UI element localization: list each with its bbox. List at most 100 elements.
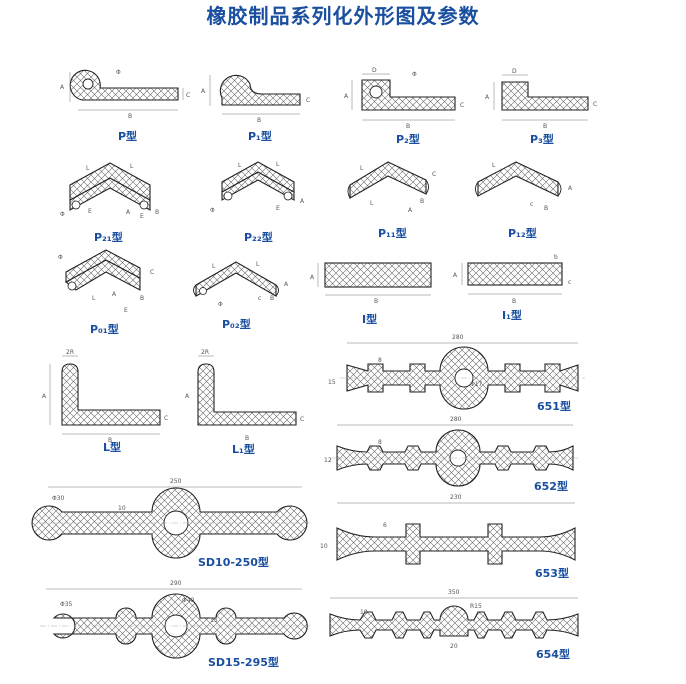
svg-text:6: 6 [383,522,387,529]
profile-p02: L L Φ c B A [193,261,289,308]
svg-text:280: 280 [452,334,464,341]
label-i: I型 [362,312,377,326]
svg-text:8: 8 [378,439,382,446]
svg-text:Φ30: Φ30 [52,495,65,502]
svg-text:15: 15 [328,379,336,386]
profile-l: 2R A B C [42,349,168,444]
svg-text:10: 10 [320,543,328,550]
svg-text:Φ: Φ [116,69,121,76]
svg-text:290: 290 [170,580,182,587]
profile-652: 280 12 8 [324,416,580,487]
svg-text:E: E [276,205,280,212]
label-sd15-295: SD15-295型 [208,655,279,669]
svg-text:B: B [257,117,261,124]
profile-p1: A B C [201,74,310,124]
label-p02: P₀₂型 [222,317,251,331]
label-i1: I₁型 [502,308,522,322]
svg-text:Φ: Φ [60,211,65,218]
svg-text:B: B [406,123,410,130]
svg-text:C: C [306,97,310,104]
profile-sd10-250: 250 Φ30 10 [31,478,310,559]
label-p01: P₀₁型 [90,322,119,336]
profile-p: A B C Φ [60,69,190,120]
label-p11: P₁₁型 [378,226,407,240]
svg-text:A: A [453,272,458,279]
svg-text:D: D [372,67,377,74]
svg-text:B: B [108,437,112,444]
profile-l1: 2R A B C [185,349,304,442]
svg-text:B: B [245,435,249,442]
label-654: 654型 [536,647,570,661]
svg-text:L: L [238,162,242,169]
svg-text:15: 15 [210,617,218,624]
label-653: 653型 [535,566,569,580]
svg-text:c: c [530,201,533,208]
label-p21: P₂₁型 [94,230,123,244]
svg-text:Φ: Φ [210,207,215,214]
svg-text:230: 230 [450,494,462,501]
label-p: P型 [118,129,137,143]
svg-text:L: L [492,162,496,169]
svg-text:A: A [300,198,305,205]
svg-text:L: L [212,263,216,270]
svg-text:A: A [42,393,47,400]
svg-text:B: B [155,209,159,216]
svg-text:Φ: Φ [412,71,417,78]
svg-text:B: B [128,113,132,120]
profile-653: 230 10 6 [320,494,576,565]
svg-text:B: B [544,205,548,212]
svg-text:Φ: Φ [58,254,63,261]
svg-text:B: B [270,295,274,302]
svg-text:A: A [568,185,573,192]
svg-text:A: A [60,84,65,91]
svg-text:E: E [88,208,92,215]
svg-text:L: L [256,261,260,268]
svg-text:A: A [344,93,349,100]
svg-text:b: b [554,254,558,261]
svg-text:C: C [300,416,304,423]
label-p22: P₂₂型 [244,230,273,244]
profile-p11: L L A B C [347,161,436,214]
svg-text:8: 8 [378,357,382,364]
profile-i1: A B b c [453,254,571,305]
label-p2: P₂型 [396,132,420,146]
svg-text:A: A [185,393,190,400]
svg-text:B: B [512,298,516,305]
svg-text:A: A [284,281,289,288]
svg-text:R15: R15 [470,603,482,610]
label-sd10-250: SD10-250型 [198,555,269,569]
profile-p21: Φ E E A B L L [60,162,159,220]
svg-text:A: A [310,274,315,281]
label-p3: P₃型 [530,132,554,146]
svg-text:c: c [258,295,261,302]
svg-text:C: C [460,102,464,109]
profile-p12: L A c B [475,161,573,212]
svg-text:L: L [92,295,96,302]
svg-text:2R: 2R [201,349,209,356]
svg-text:C: C [150,269,154,276]
svg-text:Φ17: Φ17 [470,381,483,388]
svg-text:2R: 2R [66,349,74,356]
svg-text:C: C [186,92,190,99]
svg-text:20: 20 [450,643,458,650]
svg-text:E: E [140,213,144,220]
svg-text:A: A [126,209,131,216]
svg-text:10: 10 [118,505,126,512]
profile-651: 280 15 8 Φ17 [328,334,585,410]
svg-text:10: 10 [360,609,368,616]
svg-text:L: L [370,200,374,207]
svg-text:L: L [360,165,364,172]
profile-p22: L L Φ E A [210,161,305,214]
svg-text:B: B [374,298,378,305]
label-p1: P₁型 [248,129,272,143]
svg-text:C: C [164,415,168,422]
page-title: 橡胶制品系列化外形图及参数 [206,4,480,28]
svg-text:C: C [593,101,597,108]
svg-text:L: L [276,161,280,168]
label-p12: P₁₂型 [508,226,537,240]
label-l: L型 [103,440,121,454]
svg-text:A: A [112,291,117,298]
profile-p3: A B C D [485,68,597,130]
svg-text:E: E [124,307,128,314]
